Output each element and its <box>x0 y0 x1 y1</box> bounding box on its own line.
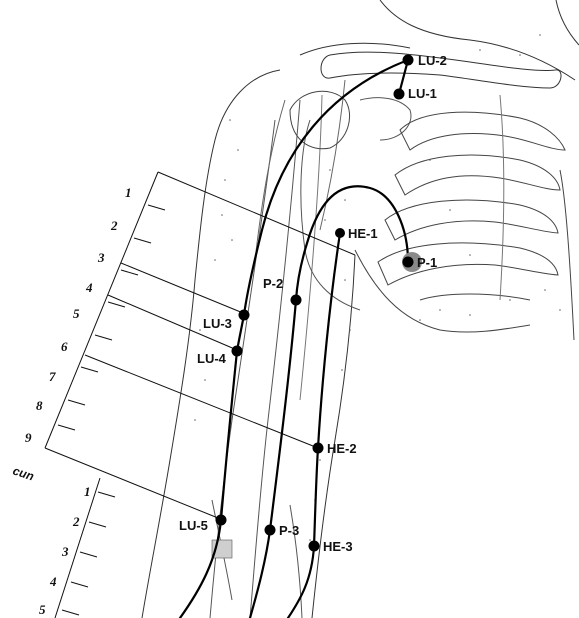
point-lu3-label: LU-3 <box>203 316 232 331</box>
point-he2-label: HE-2 <box>327 441 357 456</box>
point-p1-marker <box>403 257 414 268</box>
point-lu5-marker <box>216 515 227 526</box>
scale-upper-3: 3 <box>97 250 105 265</box>
scale-upper-9: 9 <box>25 430 32 445</box>
scale-upper-1: 1 <box>125 185 132 200</box>
scale-lower-4: 4 <box>49 574 57 589</box>
projection-line-3 <box>121 263 243 313</box>
scale-lower-5: 5 <box>39 602 46 617</box>
scale-upper-2: 2 <box>110 218 118 233</box>
projection-line-9 <box>45 448 218 518</box>
point-lu2-marker <box>403 55 414 66</box>
point-lu3-marker <box>239 310 250 321</box>
point-p1-label: P-1 <box>417 255 437 270</box>
point-he1-marker <box>335 228 345 238</box>
scale-upper-4: 4 <box>85 280 93 295</box>
point-lu4-marker <box>232 346 243 357</box>
point-p2-marker <box>291 295 302 306</box>
point-he3-marker <box>309 541 320 552</box>
scale-upper-5: 5 <box>73 306 80 321</box>
projection-line-6 <box>85 355 318 448</box>
point-he2-marker <box>313 443 324 454</box>
projection-line-0 <box>158 172 355 255</box>
point-p3-label: P-3 <box>279 523 299 538</box>
point-he3-label: HE-3 <box>323 539 353 554</box>
point-lu4-label: LU-4 <box>197 351 227 366</box>
point-lu5-label: LU-5 <box>179 518 208 533</box>
point-lu1-label: LU-1 <box>408 86 437 101</box>
point-p2-label: P-2 <box>263 276 283 291</box>
point-lu2-label: LU-2 <box>418 53 447 68</box>
upper-scale-numbers: 1 2 3 4 5 6 7 8 9 <box>25 185 132 445</box>
scale-upper-6: 6 <box>61 339 68 354</box>
scale-upper-7: 7 <box>49 369 56 384</box>
scale-lower-1: 1 <box>84 484 91 499</box>
lower-scale-numbers: 1 2 3 4 5 <box>39 484 91 617</box>
point-lu1-marker <box>394 89 405 100</box>
scale-upper-8: 8 <box>36 398 43 413</box>
cun-unit-label: cun <box>11 464 36 484</box>
point-p3-marker <box>265 525 276 536</box>
point-he1-label: HE-1 <box>348 226 378 241</box>
upper-scale-axis <box>45 172 158 448</box>
scale-lower-3: 3 <box>61 544 69 559</box>
scale-lower-2: 2 <box>72 514 80 529</box>
